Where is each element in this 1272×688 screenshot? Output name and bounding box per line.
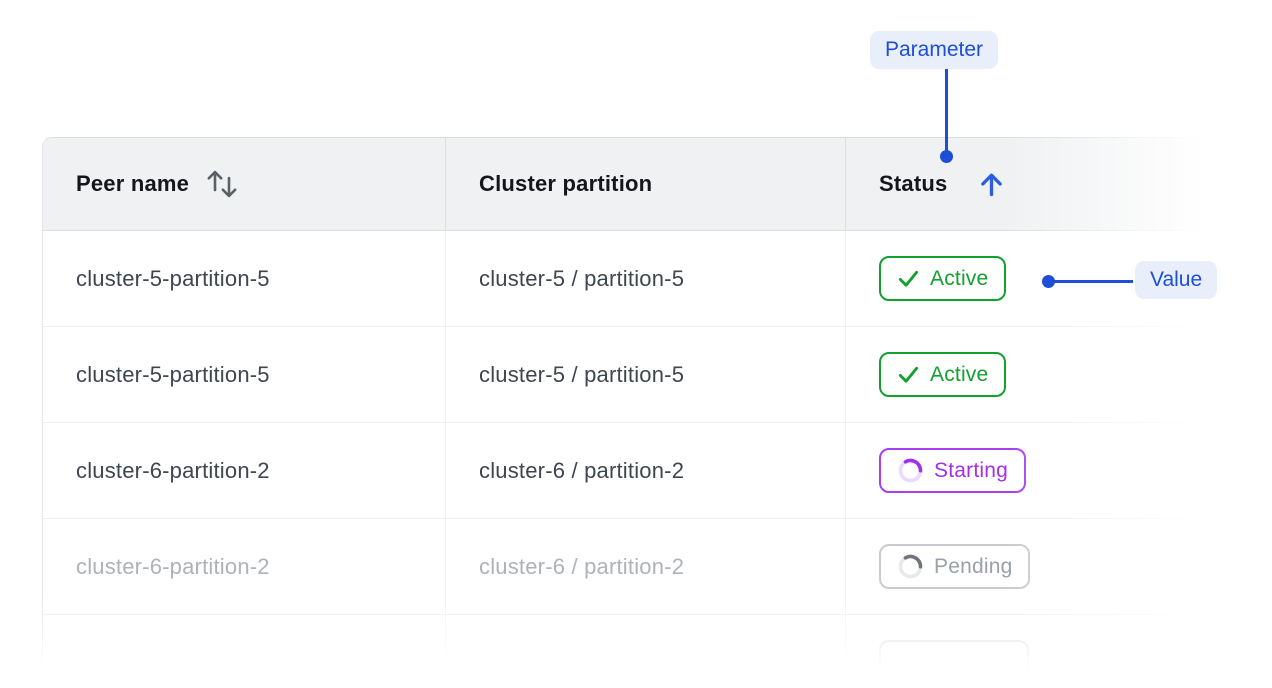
cluster-partition-cell: cluster-6 / partition-2 xyxy=(446,519,846,614)
cluster-partition-cell: cluster-5 / partition-5 xyxy=(446,327,846,422)
table-row[interactable]: cluster-5-partition-5 cluster-5 / partit… xyxy=(43,327,1230,423)
cluster-partition-cell xyxy=(446,615,846,688)
column-header-cluster-partition[interactable]: Cluster partition xyxy=(446,138,846,230)
table-row[interactable]: cluster-6-partition-2 cluster-6 / partit… xyxy=(43,423,1230,519)
status-cell: Active xyxy=(846,231,1230,326)
parameter-callout-line xyxy=(945,69,948,150)
status-badge-ghost xyxy=(879,640,1029,685)
column-label: Peer name xyxy=(76,171,190,196)
status-cell xyxy=(846,615,1230,688)
parameter-callout-pill: Parameter xyxy=(870,31,999,69)
status-cell: Starting xyxy=(846,423,1230,518)
table-row[interactable]: cluster-6-partition-2 cluster-6 / partit… xyxy=(43,519,1230,615)
status-badge-starting: Starting xyxy=(879,448,1026,493)
cluster-partition-cell: cluster-6 / partition-2 xyxy=(446,423,846,518)
peer-name-cell xyxy=(43,615,446,688)
column-label: Status xyxy=(879,171,948,196)
check-icon xyxy=(897,267,920,290)
value-callout-pill: Value xyxy=(1135,261,1218,299)
status-badge-active: Active xyxy=(879,352,1007,397)
column-header-peer-name[interactable]: Peer name xyxy=(43,138,446,230)
table-header-row: Peer name Cluster partition Status xyxy=(43,138,1230,231)
column-label: Cluster partition xyxy=(479,171,653,196)
peer-name-cell: cluster-6-partition-2 xyxy=(43,519,446,614)
cluster-partition-cell: cluster-5 / partition-5 xyxy=(446,231,846,326)
peer-name-cell: cluster-5-partition-5 xyxy=(43,231,446,326)
arrow-up-icon[interactable] xyxy=(976,169,1007,200)
status-badge-pending: Pending xyxy=(879,544,1031,589)
spinner-icon xyxy=(897,553,924,580)
status-badge-label: Active xyxy=(930,266,989,290)
sort-both-icon[interactable] xyxy=(205,166,239,202)
status-cell: Pending xyxy=(846,519,1230,614)
status-badge-label: Active xyxy=(930,362,989,386)
parameter-callout-dot xyxy=(940,150,953,163)
status-cell: Active xyxy=(846,327,1230,422)
value-callout-line xyxy=(1052,280,1133,283)
peers-table: Peer name Cluster partition Status xyxy=(42,137,1230,688)
status-badge-label: Starting xyxy=(934,458,1008,482)
table-row-partial[interactable] xyxy=(43,615,1230,688)
status-badge-active: Active xyxy=(879,256,1007,301)
parameter-callout-label: Parameter xyxy=(885,38,984,61)
peer-name-cell: cluster-5-partition-5 xyxy=(43,327,446,422)
spinner-icon xyxy=(897,457,924,484)
peer-name-cell: cluster-6-partition-2 xyxy=(43,423,446,518)
column-header-status[interactable]: Status xyxy=(846,138,1230,230)
check-icon xyxy=(897,363,920,386)
value-callout-label: Value xyxy=(1150,268,1203,291)
status-badge-label: Pending xyxy=(934,554,1013,578)
